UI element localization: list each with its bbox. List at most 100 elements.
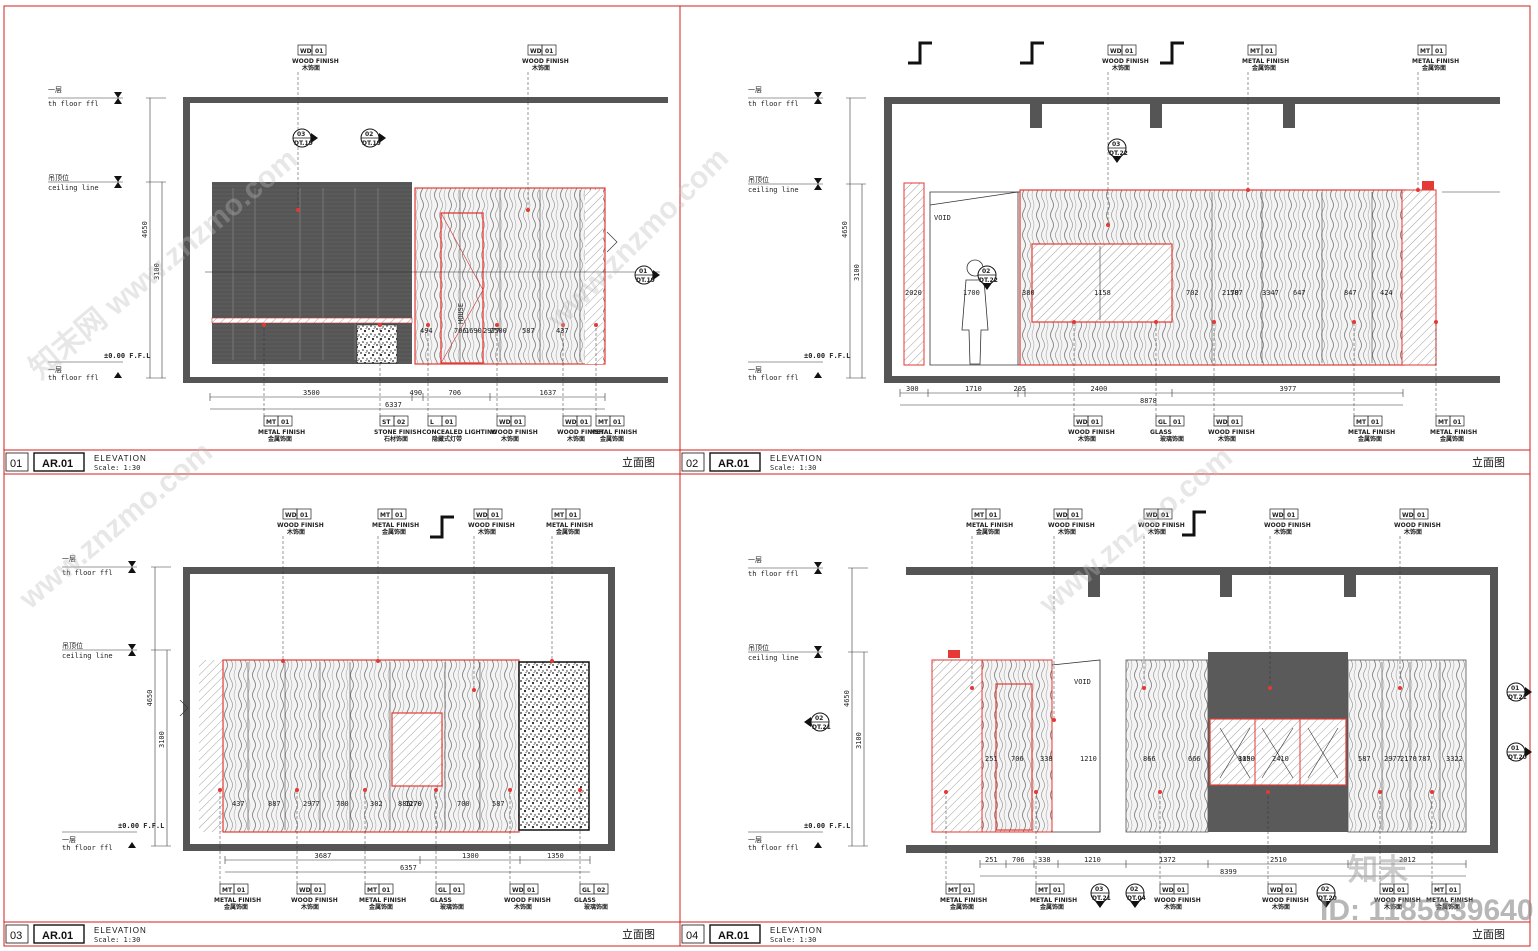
dimension-text: 1270	[405, 800, 422, 808]
callout-name: WOOD FINISH	[1264, 522, 1311, 529]
callout-code: MT	[598, 419, 609, 426]
callout-name: GLASS	[1150, 429, 1172, 436]
dimension-text: 3100	[855, 732, 863, 749]
callout-cn-name: 金属饰面	[381, 528, 406, 536]
leader-dot	[1434, 320, 1438, 324]
level-floor-cn: 一层	[48, 86, 62, 94]
level-marker-icon	[128, 842, 136, 848]
level-ceiling-cn: 吊顶位	[62, 641, 83, 650]
dimension-text: 800	[1238, 755, 1251, 763]
callout-cn-name: 金属饰面	[1039, 903, 1064, 911]
callout-number-box	[1261, 44, 1277, 56]
callout-cn-name: 玻璃饰面	[1160, 435, 1184, 443]
elevation-scale: Scale: 1:30	[94, 936, 140, 944]
wood-wall	[414, 187, 606, 365]
ceiling-slab	[183, 567, 615, 574]
level-ffl-zero: ±0.00 F.F.L	[804, 352, 850, 360]
glass-panel	[391, 712, 443, 787]
callout-code: MT	[266, 419, 277, 426]
panel-number: 03	[10, 930, 22, 942]
dimension-text: 424	[1380, 289, 1393, 297]
callout-number-box	[593, 883, 609, 895]
section-marker-ref: DT.21	[1508, 694, 1527, 701]
callout-number-box	[565, 508, 581, 520]
callout-name: WOOD FINISH	[1102, 58, 1149, 65]
callout-number: 01	[281, 419, 289, 426]
sheet-number: AR.01	[42, 930, 73, 942]
callout-number: 01	[1285, 887, 1293, 894]
level-marker-icon	[814, 178, 822, 190]
leader-dot	[944, 790, 948, 794]
callout-number-box	[1283, 508, 1299, 520]
callout-cn-name: 金属饰面	[975, 528, 1000, 536]
metal-trim-left	[199, 660, 223, 832]
callout-cn-name: 木饰面	[1111, 64, 1130, 72]
dimension-text: 3322	[1446, 755, 1463, 763]
callout-code: MT	[1434, 887, 1445, 894]
hidden-door	[995, 683, 1033, 831]
human-figure-body	[961, 279, 989, 365]
callout-cn-name: 石材饰面	[383, 435, 408, 443]
callout-code: WD	[499, 419, 511, 426]
section-marker-id: 01	[639, 268, 647, 275]
callout-name: METAL FINISH	[258, 429, 305, 436]
leader-dot	[495, 323, 499, 327]
callout-number: 01	[1449, 887, 1457, 894]
callout-name: WOOD FINISH	[1394, 522, 1441, 529]
callout-number-box	[1281, 883, 1297, 895]
callout-cn-name: 金属饰面	[368, 903, 393, 911]
dimension-text: 3347	[1262, 289, 1279, 297]
glass-cross	[1307, 727, 1339, 779]
callout-cn-name: 金属饰面	[1421, 64, 1446, 72]
callout-number-box	[1449, 415, 1465, 427]
callout-name: METAL FINISH	[372, 522, 419, 529]
level-marker-icon	[128, 561, 136, 573]
panel-number: 04	[686, 930, 698, 942]
stone-niche	[356, 324, 398, 364]
dimension-text: 780	[336, 800, 349, 808]
callout-number-box	[487, 508, 503, 520]
callout-number: 01	[1371, 419, 1379, 426]
callout-code: L	[430, 419, 434, 426]
callout-name: WOOD FINISH	[1262, 897, 1309, 904]
callout-cn-name: 金属饰面	[267, 435, 292, 443]
dimension-text: 1372	[1159, 856, 1176, 864]
callout-name: GLASS	[430, 897, 452, 904]
elevation-cn-title: 立面图	[622, 927, 655, 941]
panel-frame	[679, 473, 1531, 947]
callout-cn-name: 金属饰面	[949, 903, 974, 911]
callout-number: 01	[1173, 419, 1181, 426]
elevation-scale: Scale: 1:30	[770, 464, 816, 472]
leader-dot	[1378, 790, 1382, 794]
sheet-number: AR.01	[718, 930, 749, 942]
callout-cn-name: 木饰面	[1217, 435, 1236, 443]
level-marker-icon	[814, 646, 822, 658]
callout-number-box	[310, 883, 326, 895]
dimension-text: 1210	[1080, 755, 1097, 763]
dimension-text: 1700	[963, 289, 980, 297]
callout-number-box	[985, 508, 1001, 520]
callout-name: CONCEALED LIGHTING	[422, 429, 497, 436]
leader-dot	[1142, 686, 1146, 690]
level-floor-cn: 一层	[48, 366, 62, 374]
callout-number: 01	[1091, 419, 1099, 426]
level-floor-cn: 一层	[62, 836, 76, 844]
callout-name: WOOD FINISH	[491, 429, 538, 436]
callout-cn-name: 金属饰面	[1439, 435, 1464, 443]
section-marker-ref: DT.19	[636, 277, 655, 284]
section-marker-id: 02	[365, 131, 373, 138]
metal-panel	[931, 659, 983, 833]
left-wall	[183, 97, 190, 382]
callout-code: WD	[565, 419, 577, 426]
callout-number: 01	[1161, 512, 1169, 519]
callout-cn-name: 金属饰面	[555, 528, 580, 536]
callout-number: 01	[315, 48, 323, 55]
